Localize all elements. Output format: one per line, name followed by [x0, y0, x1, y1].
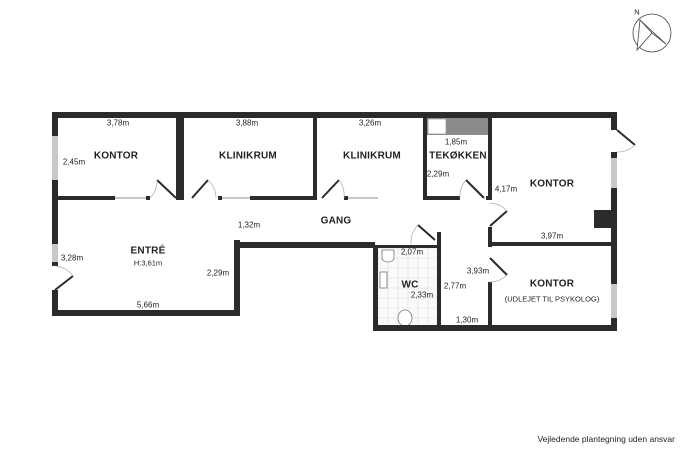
dim-kontor3-depth: 3,93m [466, 266, 490, 276]
room-gang: GANG [320, 215, 352, 227]
dim-entre-right: 2,29m [206, 268, 230, 278]
dim-kontor2-width: 3,97m [540, 231, 564, 241]
compass-north-label: N [634, 7, 640, 17]
dim-wc-width: 2,07m [400, 247, 424, 257]
dim-tekokken-width: 1,85m [444, 137, 468, 147]
room-kontor-1: KONTOR [93, 150, 139, 162]
toilet-icon [397, 309, 413, 327]
room-wc: WC [401, 279, 419, 291]
dim-gang-depth: 2,77m [443, 281, 467, 291]
windows [52, 136, 617, 318]
entre-ceiling-height: H:3,61m [133, 258, 163, 268]
disclaimer-footer: Vejledende plantegning uden ansvar [537, 434, 675, 444]
doors [54, 129, 636, 291]
sink-icon [381, 249, 395, 263]
dim-kontor1-depth: 2,45m [62, 157, 86, 167]
dim-kontor1-width: 3,78m [106, 118, 130, 128]
dim-tekokken-depth: 2,29m [426, 169, 450, 179]
dim-kontor2-depth: 4,17m [494, 184, 518, 194]
compass-icon [632, 13, 672, 53]
dim-entre-width: 5,66m [136, 300, 160, 310]
room-kontor-2: KONTOR [529, 178, 575, 190]
walls [52, 112, 617, 331]
room-kontor-3: KONTOR [529, 278, 575, 290]
dim-gang-width: 1,32m [237, 220, 261, 230]
dim-entre-depth: 3,28m [60, 253, 84, 263]
room-tekokken: TEKØKKEN [429, 150, 487, 162]
kitchen-sink-icon [427, 118, 447, 135]
dim-klinikrum1-width: 3,88m [235, 118, 259, 128]
dim-wc-depth: 2,33m [410, 290, 434, 300]
room-entre: ENTRÉ [130, 245, 166, 257]
room-klinikrum-1: KLINIKRUM [219, 150, 277, 162]
kontor3-note: (UDLEJET TIL PSYKOLOG) [504, 294, 600, 304]
shower-icon [379, 271, 388, 289]
dim-gang-bottom: 1,30m [455, 315, 479, 325]
dim-klinikrum2-width: 3,26m [358, 118, 382, 128]
room-klinikrum-2: KLINIKRUM [343, 150, 401, 162]
